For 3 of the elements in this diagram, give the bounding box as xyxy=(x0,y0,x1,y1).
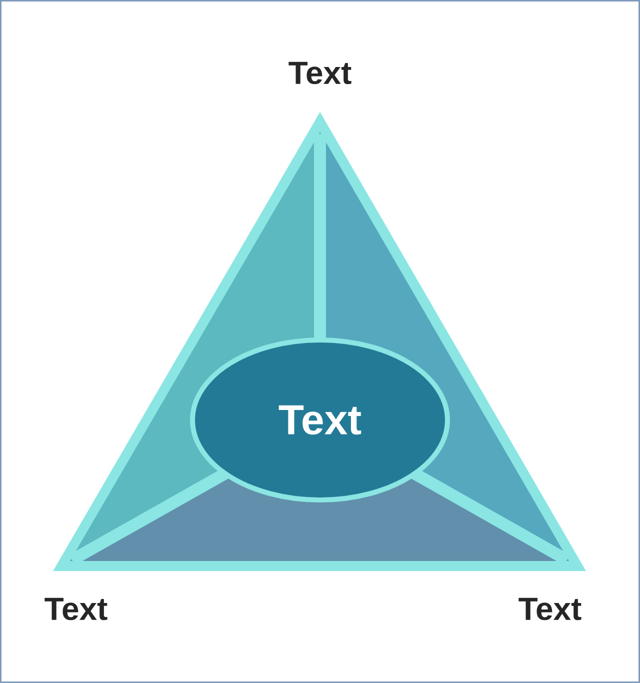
corner-label: Text xyxy=(44,598,108,620)
corner-label: Text xyxy=(288,62,352,84)
corner-label: Text xyxy=(518,598,582,620)
